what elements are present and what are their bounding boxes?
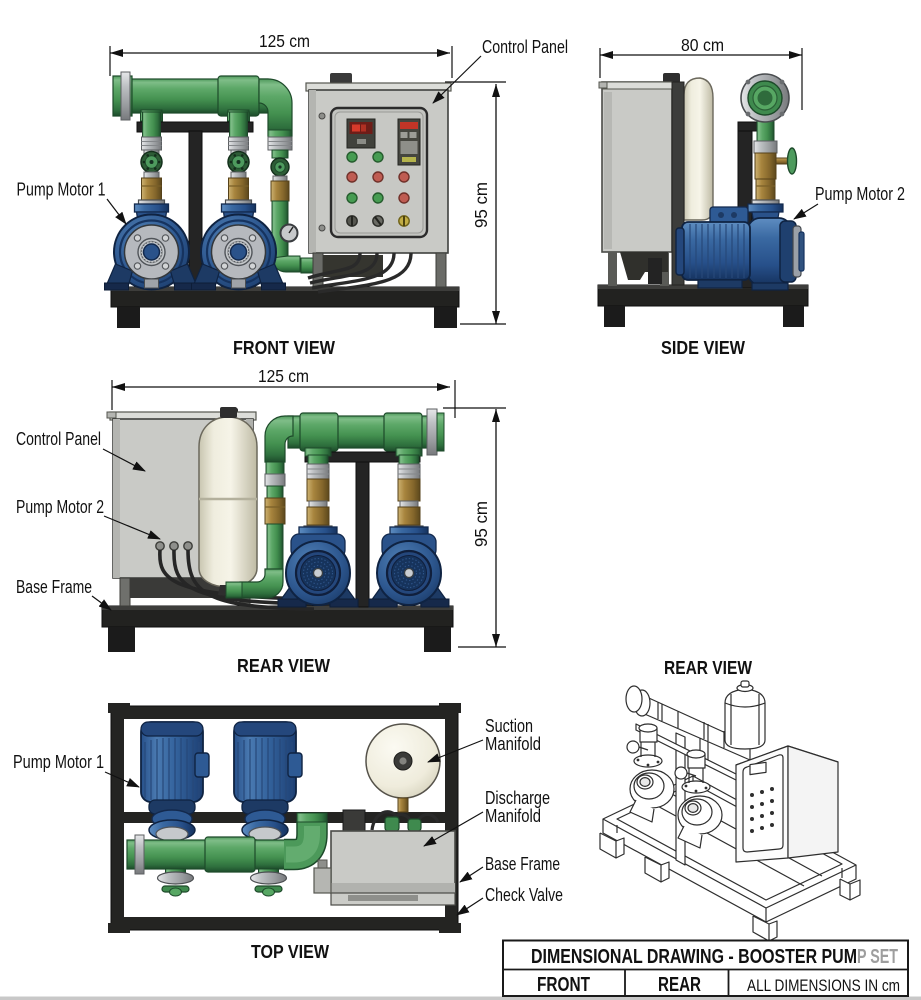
svg-text:Manifold: Manifold bbox=[485, 806, 541, 826]
svg-text:Pump Motor 1: Pump Motor 1 bbox=[17, 180, 106, 200]
svg-text:REAR VIEW: REAR VIEW bbox=[664, 658, 752, 678]
svg-text:FRONT VIEW: FRONT VIEW bbox=[233, 338, 335, 358]
svg-text:REAR: REAR bbox=[658, 974, 701, 996]
svg-text:Pump Motor 1: Pump Motor 1 bbox=[13, 752, 104, 772]
svg-text:80 cm: 80 cm bbox=[681, 35, 724, 55]
svg-text:DIMENSIONAL DRAWING - BOOSTER: DIMENSIONAL DRAWING - BOOSTER PUM bbox=[531, 946, 857, 968]
svg-text:95 cm: 95 cm bbox=[471, 501, 491, 547]
svg-text:Manifold: Manifold bbox=[485, 734, 541, 754]
svg-text:Control Panel: Control Panel bbox=[482, 37, 568, 57]
svg-text:95 cm: 95 cm bbox=[471, 182, 491, 228]
svg-text:Suction: Suction bbox=[485, 716, 533, 736]
svg-text:Control Panel: Control Panel bbox=[16, 429, 101, 449]
svg-text:ALL DIMENSIONS IN cm: ALL DIMENSIONS IN cm bbox=[747, 976, 900, 995]
svg-text:FRONT: FRONT bbox=[537, 974, 590, 996]
svg-text:125 cm: 125 cm bbox=[258, 366, 309, 386]
svg-text:Pump Motor 2: Pump Motor 2 bbox=[16, 497, 104, 517]
svg-text:Base Frame: Base Frame bbox=[16, 577, 92, 597]
svg-text:Discharge: Discharge bbox=[485, 788, 550, 808]
svg-text:TOP VIEW: TOP VIEW bbox=[251, 942, 329, 962]
svg-text:Base Frame: Base Frame bbox=[485, 854, 560, 874]
svg-text:P SET: P SET bbox=[857, 946, 898, 968]
svg-text:REAR VIEW: REAR VIEW bbox=[237, 656, 330, 676]
svg-text:125 cm: 125 cm bbox=[259, 31, 310, 51]
svg-text:Check Valve: Check Valve bbox=[485, 885, 563, 905]
svg-text:SIDE VIEW: SIDE VIEW bbox=[661, 338, 745, 358]
svg-text:Pump Motor 2: Pump Motor 2 bbox=[815, 184, 905, 204]
